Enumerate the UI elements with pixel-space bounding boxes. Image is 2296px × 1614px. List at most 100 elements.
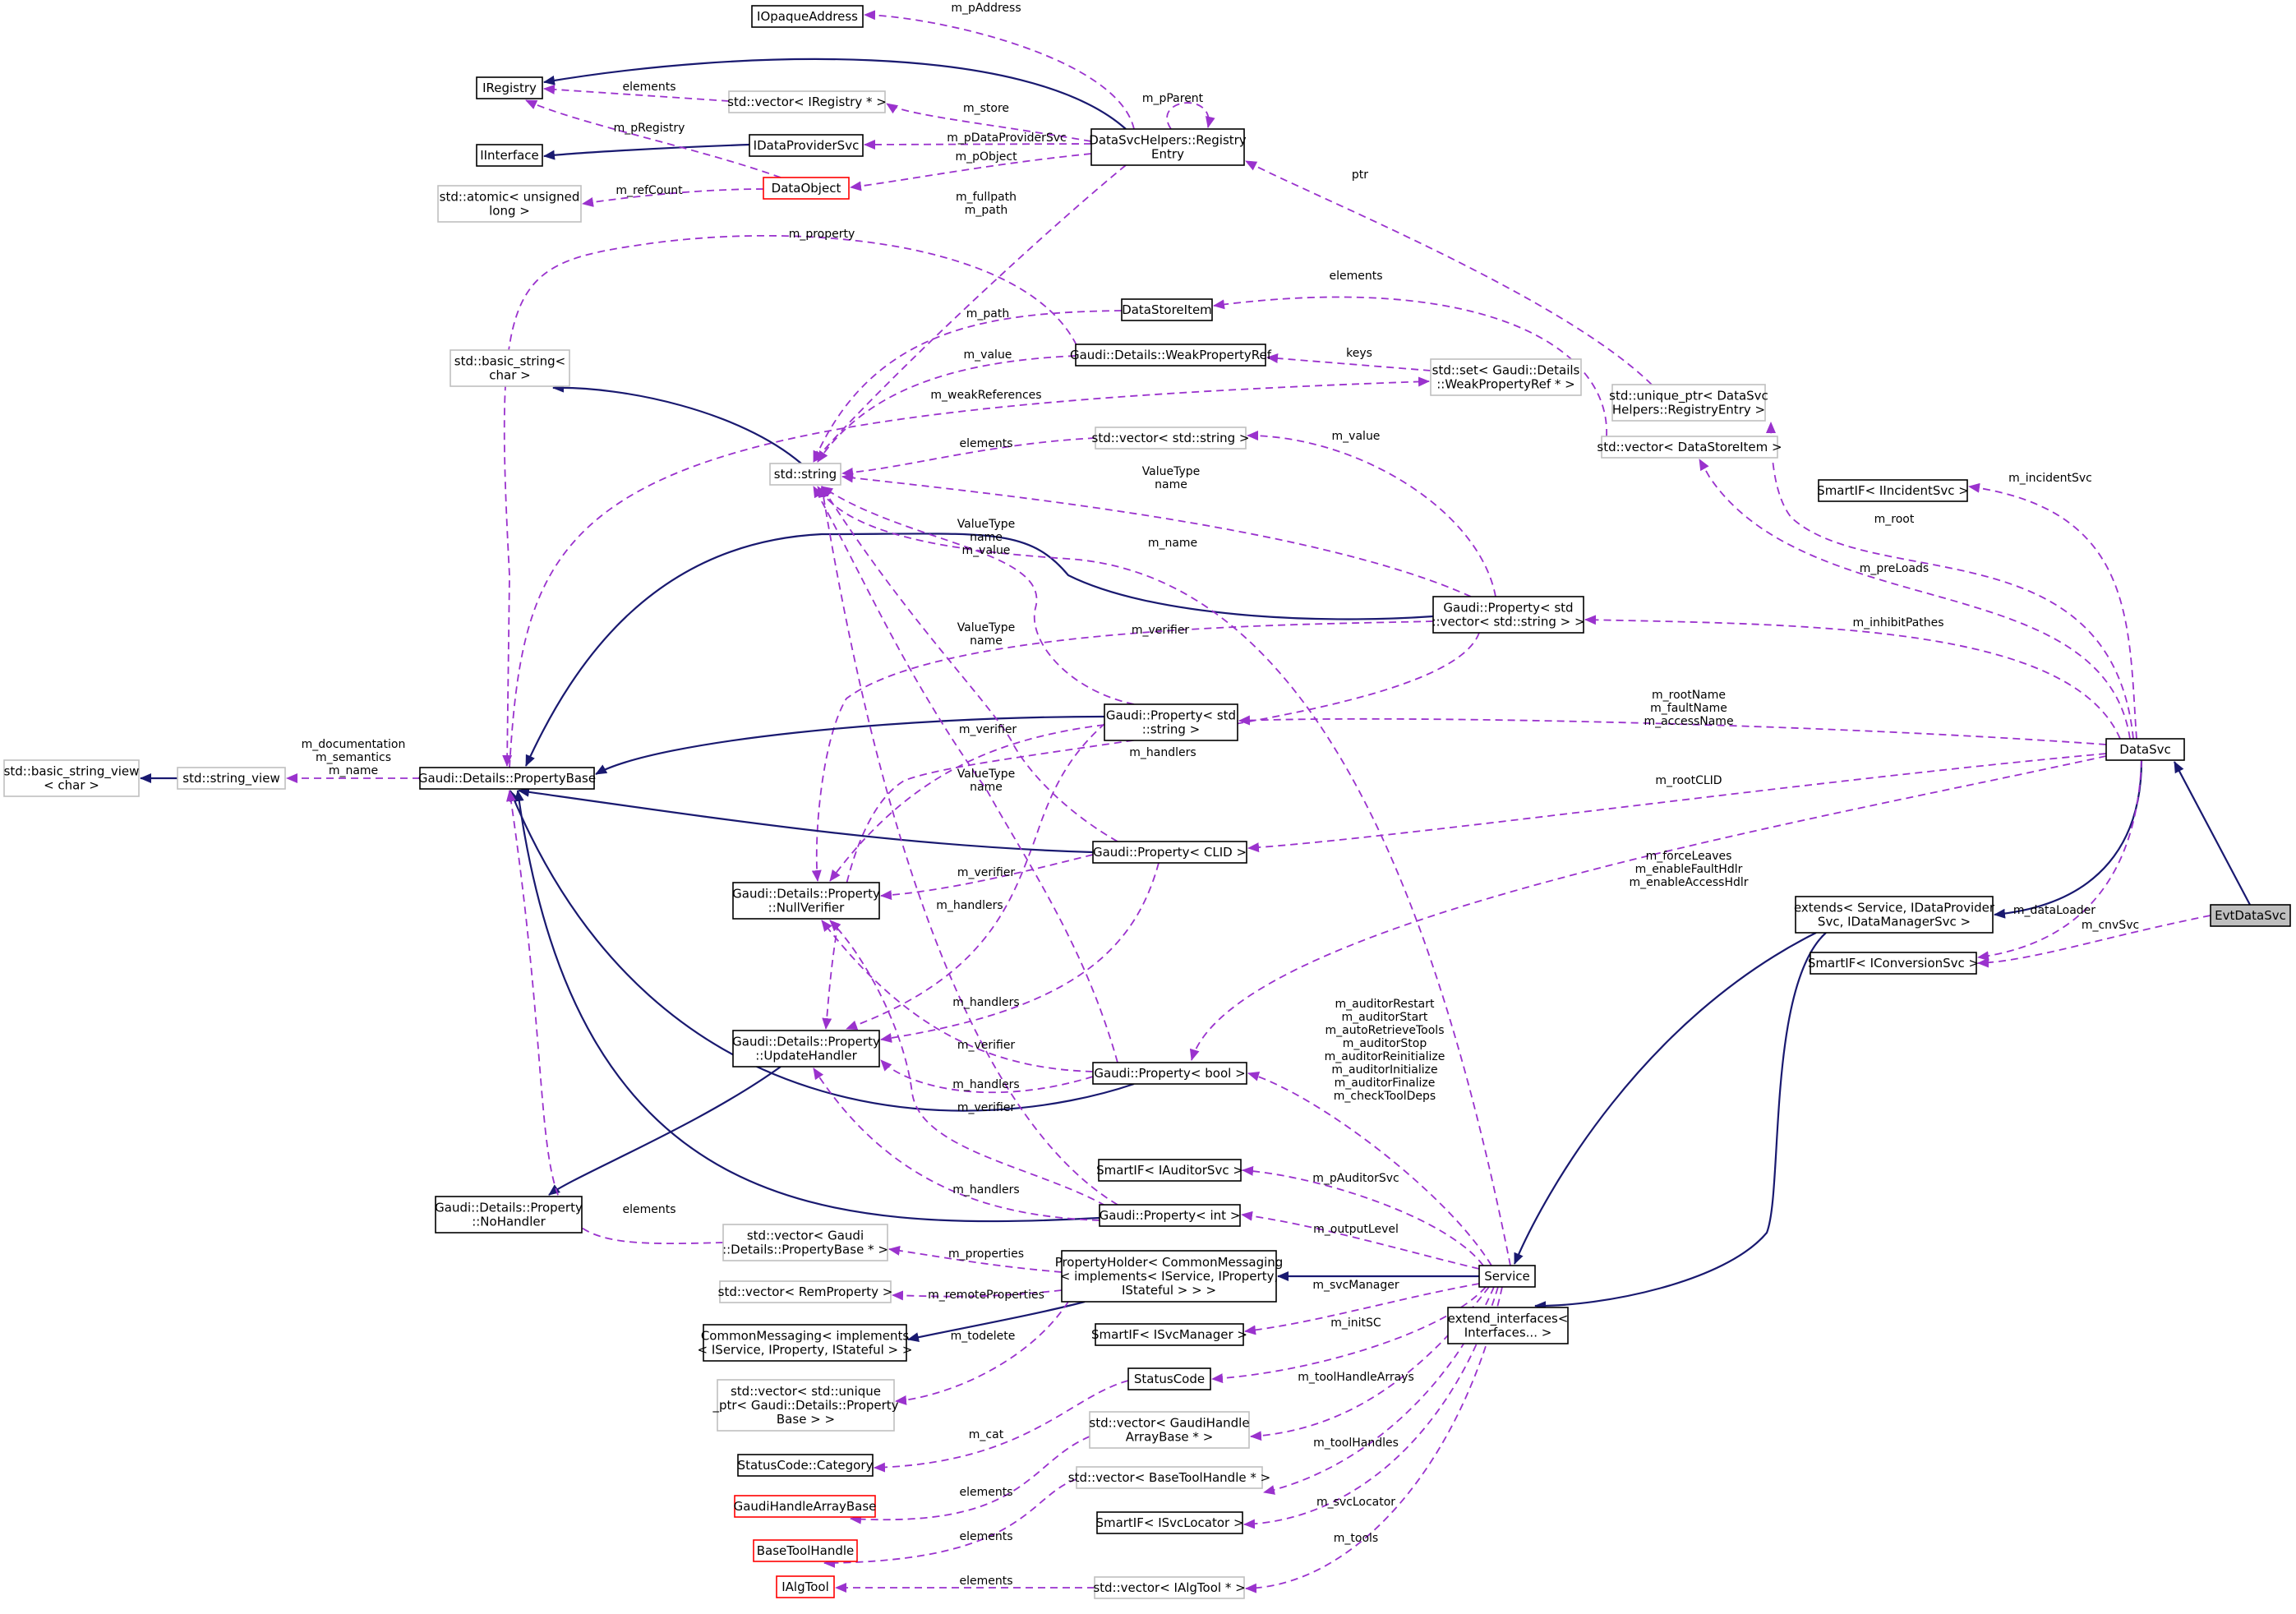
class-node-prop_clid[interactable]: Gaudi::Property< CLID >	[1092, 841, 1247, 864]
class-node-prop_int[interactable]: Gaudi::Property< int >	[1099, 1204, 1241, 1227]
class-node-label: Gaudi::Details::Property	[732, 887, 880, 902]
edge-datasvc-to-prop_clid	[1247, 753, 2107, 853]
class-node-vec_unique_prop[interactable]: std::vector< std::unique_ptr< Gaudi::Det…	[712, 1379, 899, 1432]
class-node-vec_gaudihandle[interactable]: std::vector< GaudiHandleArrayBase * >	[1089, 1411, 1250, 1449]
class-node-label: SmartIF< IAuditorSvc >	[1096, 1163, 1243, 1178]
class-node-vec_ialgtool[interactable]: std::vector< IAlgTool * >	[1093, 1576, 1246, 1599]
class-node-iopaque[interactable]: IOpaqueAddress	[751, 5, 864, 28]
class-node-propertyholder[interactable]: PropertyHolder< CommonMessaging< impleme…	[1055, 1250, 1284, 1303]
class-node-label: Helpers::RegistryEntry >	[1612, 403, 1765, 417]
edge-prop_bool-to-stdstring	[813, 486, 1118, 1063]
class-node-prop_bool[interactable]: Gaudi::Property< bool >	[1092, 1062, 1247, 1085]
edge-propertyholder-to-vec_propertybase	[888, 1245, 1063, 1273]
class-node-box	[717, 1379, 895, 1432]
class-node-idataprovider[interactable]: IDataProviderSvc	[749, 134, 864, 157]
edge-registryentry-to-vec_iregistry	[886, 103, 1092, 142]
edge-prop_clid-to-propertybase	[518, 786, 1094, 854]
class-node-basic_string_view[interactable]: std::basic_string_view< char >	[3, 759, 140, 797]
class-node-box	[2210, 904, 2291, 927]
edge-service-to-smartif_isvcmanager	[1244, 1283, 1480, 1335]
class-node-nohandler[interactable]: Gaudi::Details::Property::NoHandler	[435, 1196, 583, 1234]
edge-prop_string-to-nullverifier	[829, 724, 1105, 882]
edge-registryentry-to-registryentry	[1166, 102, 1215, 130]
edge-registryentry-to-iopaque	[864, 10, 1135, 130]
class-node-extend_interfaces[interactable]: extend_interfaces<Interfaces... >	[1447, 1307, 1569, 1344]
edge-dataobject-to-iregistry	[525, 99, 781, 178]
class-node-label: SmartIF< IConversionSvc >	[1808, 956, 1979, 971]
class-node-statuscode[interactable]: StatusCode	[1127, 1367, 1211, 1390]
class-node-smartif_isvcmanager[interactable]: SmartIF< ISvcManager >	[1091, 1323, 1247, 1346]
class-node-updatehandler[interactable]: Gaudi::Details::Property::UpdateHandler	[732, 1030, 880, 1068]
class-node-statuscode_cat[interactable]: StatusCode::Category	[737, 1454, 874, 1477]
class-node-stdstring[interactable]: std::string	[769, 463, 841, 486]
class-node-smartif_iconversion[interactable]: SmartIF< IConversionSvc >	[1808, 952, 1979, 975]
edge-label: m_rootName	[1652, 689, 1726, 702]
class-node-evtdatasvc[interactable]: EvtDataSvc	[2210, 904, 2291, 927]
class-node-weakpropref[interactable]: Gaudi::Details::WeakPropertyRef	[1070, 344, 1272, 367]
class-node-dataobject[interactable]: DataObject	[763, 177, 850, 200]
class-node-label: Entry	[1151, 147, 1184, 162]
class-node-label: ::vector< std::string > >	[1432, 615, 1584, 629]
edge-label: m_auditorStop	[1343, 1037, 1427, 1050]
class-node-label: char >	[489, 368, 530, 383]
edge-label: m_auditorFinalize	[1335, 1077, 1436, 1090]
edge-prop_int-to-updatehandler	[813, 1068, 1100, 1221]
edge-label: m_cat	[969, 1428, 1004, 1441]
class-node-vec_iregistry[interactable]: std::vector< IRegistry * >	[727, 90, 887, 113]
class-node-label: std::vector< GaudiHandle	[1089, 1416, 1249, 1431]
class-node-extends[interactable]: extends< Service, IDataProviderSvc, IDat…	[1794, 896, 1995, 934]
edge-label: name	[970, 634, 1003, 648]
class-node-box	[737, 1454, 874, 1477]
class-node-vec_datastoreitem[interactable]: std::vector< DataStoreItem >	[1597, 436, 1782, 459]
class-node-iinterface[interactable]: IInterface	[476, 144, 543, 167]
class-node-prop_vecstring[interactable]: Gaudi::Property< std::vector< std::strin…	[1432, 596, 1585, 634]
class-node-label: extends< Service, IDataProvider	[1794, 901, 1995, 915]
class-node-set_weakprop[interactable]: std::set< Gaudi::Details::WeakPropertyRe…	[1430, 358, 1582, 396]
edge-prop_clid-to-updatehandler	[880, 862, 1160, 1043]
class-node-vec_propertybase[interactable]: std::vector< Gaudi::Details::PropertyBas…	[722, 1224, 888, 1261]
class-node-vec_string[interactable]: std::vector< std::string >	[1092, 427, 1250, 450]
edge-propertybase-to-set_weakprop	[509, 376, 1430, 768]
class-node-gaudihandlearraybase[interactable]: GaudiHandleArrayBase	[734, 1495, 877, 1518]
edge-label: m_verifier	[959, 723, 1017, 736]
class-node-registryentry[interactable]: DataSvcHelpers::RegistryEntry	[1089, 128, 1247, 166]
edge-stdstring-to-basic_string	[552, 382, 802, 464]
edge-label: m_weakReferences	[930, 389, 1041, 402]
class-node-vec_remoteprop[interactable]: std::vector< RemProperty >	[718, 1280, 893, 1303]
class-node-vec_basetool[interactable]: std::vector< BaseToolHandle * >	[1068, 1466, 1270, 1489]
class-node-box	[1121, 298, 1213, 321]
class-node-basetoolhandle[interactable]: BaseToolHandle	[753, 1539, 858, 1562]
class-node-smartif_iauditor[interactable]: SmartIF< IAuditorSvc >	[1096, 1159, 1243, 1182]
edge-label: m_rootCLID	[1655, 774, 1722, 787]
edge-prop_bool-to-nullverifier	[821, 920, 1094, 1072]
class-node-box	[719, 1280, 892, 1303]
edge-label: elements	[959, 437, 1012, 450]
edge-propertyholder-to-vec_unique_prop	[895, 1301, 1069, 1405]
edge-propertyholder-to-vec_remoteprop	[892, 1289, 1063, 1301]
class-node-basic_string[interactable]: std::basic_string<char >	[450, 349, 570, 387]
class-node-box	[1127, 1367, 1211, 1390]
class-node-box	[1810, 952, 1977, 975]
class-node-label: GaudiHandleArrayBase	[734, 1499, 877, 1514]
class-node-box	[751, 5, 864, 28]
class-node-box	[734, 1495, 876, 1518]
class-node-unique_ptr[interactable]: std::unique_ptr< DataSvcHelpers::Registr…	[1609, 384, 1768, 422]
class-node-smartif_isvclocator[interactable]: SmartIF< ISvcLocator >	[1095, 1511, 1244, 1534]
class-node-datastoreitem[interactable]: DataStoreItem	[1121, 298, 1213, 321]
edge-label: m_pParent	[1142, 92, 1204, 105]
class-node-iregistry[interactable]: IRegistry	[476, 76, 543, 99]
edge-label: ptr	[1352, 168, 1368, 182]
class-node-propertybase[interactable]: Gaudi::Details::PropertyBase	[418, 767, 596, 790]
class-node-service[interactable]: Service	[1478, 1265, 1536, 1288]
edge-label: m_pObject	[955, 150, 1017, 164]
class-node-string_view[interactable]: std::string_view	[177, 767, 286, 790]
class-node-prop_string[interactable]: Gaudi::Property< std::string >	[1104, 703, 1238, 741]
class-node-ialgtool[interactable]: IAlgTool	[776, 1575, 835, 1598]
class-node-commonmessaging[interactable]: CommonMessaging< implements< IService, I…	[698, 1324, 913, 1362]
class-node-nullverifier[interactable]: Gaudi::Details::Property::NullVerifier	[732, 882, 880, 920]
edge-label: m_dataLoader	[2013, 904, 2095, 917]
class-node-datasvc[interactable]: DataSvc	[2105, 738, 2185, 761]
class-node-smartif_iincident[interactable]: SmartIF< IIncidentSvc >	[1817, 479, 1969, 502]
edge-datasvc-to-prop_bool	[1189, 755, 2107, 1061]
